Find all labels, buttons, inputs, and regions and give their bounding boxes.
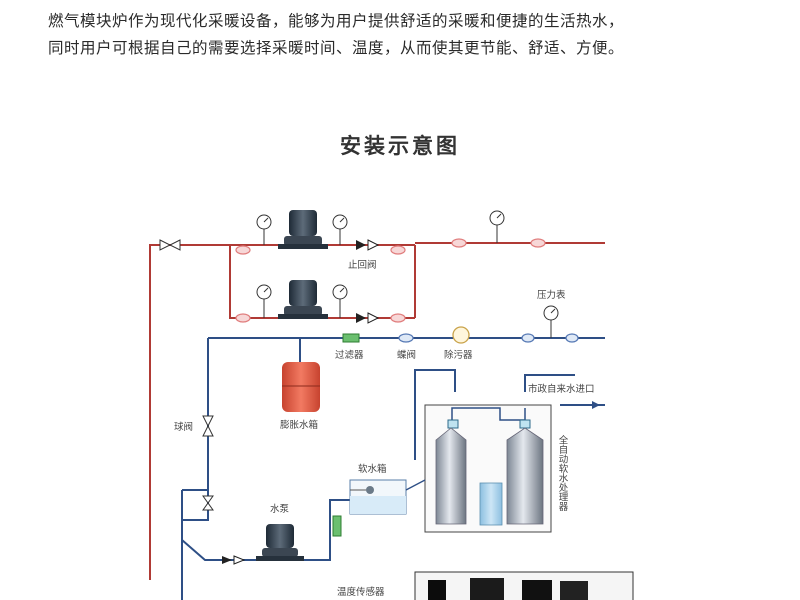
pressure-gauge-icon [332, 284, 348, 318]
label-pressure-gauge: 压力表 [537, 289, 566, 301]
union-fitting [235, 245, 251, 255]
label-butterfly-valve: 蝶阀 [397, 349, 416, 361]
union-fitting [398, 333, 414, 343]
water-softener [424, 404, 552, 533]
pump-icon [278, 280, 328, 319]
label-dirt-separator: 除污器 [444, 349, 473, 361]
ball-valve-icon [202, 415, 214, 437]
label-expansion-tank: 膨胀水箱 [280, 419, 318, 431]
union-fitting [565, 333, 579, 343]
diagram-labels: 止回阀 压力表 过滤器 蝶阀 除污器 膨胀水箱 球阀 市政自来水进口 全自动软水… [174, 259, 595, 598]
inline-filter-icon [332, 515, 342, 537]
boiler-unit [414, 571, 634, 600]
pipe-fittings [235, 238, 546, 323]
union-fitting [390, 245, 406, 255]
intro-text: 燃气模块炉作为现代化采暖设备，能够为用户提供舒适的采暖和便捷的生活热水， 同时用… [48, 8, 768, 62]
small-valve-icon [202, 495, 214, 511]
pump-icon [278, 210, 328, 249]
pressure-gauge-icon [332, 214, 348, 245]
pressure-gauges [256, 210, 559, 338]
label-pump: 水泵 [270, 503, 290, 515]
check-valve-icon [356, 239, 380, 324]
filter-icon [342, 333, 360, 343]
dirt-separator-icon [452, 326, 470, 344]
return-fittings [398, 333, 579, 343]
pressure-gauge-icon [489, 210, 505, 243]
label-ball-valve: 球阀 [174, 421, 193, 433]
intro-line-1: 燃气模块炉作为现代化采暖设备，能够为用户提供舒适的采暖和便捷的生活热水， [48, 12, 625, 30]
softener-tank-pipe [405, 479, 426, 491]
label-check-valve: 止回阀 [348, 259, 377, 271]
water-inlet-arrow [592, 401, 600, 409]
union-fitting [451, 238, 467, 248]
union-fitting [530, 238, 546, 248]
expansion-tank-icon [282, 362, 320, 412]
soft-water-tank [349, 479, 407, 515]
label-city-water-inlet: 市政自来水进口 [528, 383, 595, 395]
intro-line-2: 同时用户可根据自己的需要选择采暖时间、温度，从而使其更节能、舒适、方便。 [48, 39, 625, 57]
label-filter: 过滤器 [335, 349, 364, 361]
pressure-gauge-icon [543, 305, 559, 338]
gate-valve-icon [159, 239, 181, 251]
union-fitting [390, 313, 406, 323]
makeup-pump-icon [256, 524, 304, 561]
union-fitting [235, 313, 251, 323]
label-soft-water-tank: 软水箱 [358, 463, 387, 475]
pressure-gauge-icon [256, 284, 272, 318]
union-fitting [521, 333, 535, 343]
label-temp-sensor: 温度传感器 [337, 586, 385, 598]
pressure-gauge-icon [256, 214, 272, 245]
check-valve-icon [222, 555, 246, 565]
diagram-title: 安装示意图 [340, 134, 460, 158]
label-softener: 全自动软水处理器 [557, 434, 569, 511]
